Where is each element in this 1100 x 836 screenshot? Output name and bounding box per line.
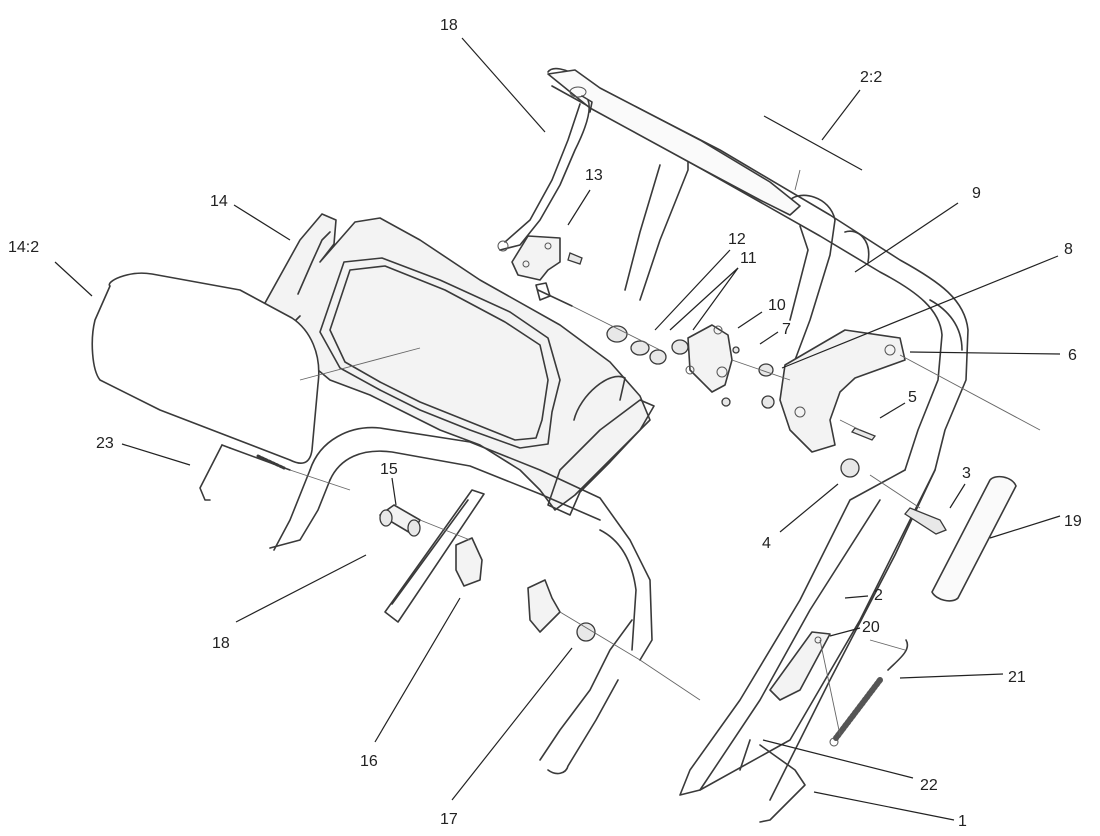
callout-10: 10 xyxy=(768,297,786,314)
rod-1 xyxy=(759,744,806,823)
callout-8: 8 xyxy=(1064,241,1073,258)
pivot-15 xyxy=(379,504,421,537)
slide-16 xyxy=(384,489,485,623)
alignment-lines xyxy=(289,169,1041,736)
control-lever-top xyxy=(497,95,593,252)
callout-12: 12 xyxy=(728,231,746,248)
callout-19: 19 xyxy=(1064,513,1082,530)
callout-18-top: 18 xyxy=(440,17,458,34)
upper-handle xyxy=(547,67,969,801)
leader-lines xyxy=(54,37,1061,821)
rod-22 xyxy=(739,739,751,771)
callout-13: 13 xyxy=(585,167,603,184)
callout-3: 3 xyxy=(962,465,971,482)
lower-handle xyxy=(269,426,936,796)
washer-7 xyxy=(761,395,775,409)
callout-4: 4 xyxy=(762,535,771,552)
callout-9: 9 xyxy=(972,185,981,202)
bracket-20 xyxy=(769,631,831,701)
callout-22: 22 xyxy=(920,777,938,794)
nut-11a xyxy=(649,349,667,365)
callout-14: 14 xyxy=(210,193,228,210)
clip-17 xyxy=(527,579,596,642)
panel-cover-14-2 xyxy=(91,272,320,464)
bracket-6 xyxy=(779,329,906,453)
spring-21 xyxy=(829,639,909,747)
callout-2: 2 xyxy=(874,587,883,604)
callout-20: 20 xyxy=(862,619,880,636)
callout-16: 16 xyxy=(360,753,378,770)
callout-17: 17 xyxy=(440,811,458,828)
bolt-3 xyxy=(904,507,947,535)
callout-1: 1 xyxy=(958,813,967,830)
callout-5: 5 xyxy=(908,389,917,406)
callout-14-2: 14:2 xyxy=(8,239,39,256)
bracket-13 xyxy=(511,235,583,307)
washer-12 xyxy=(630,340,650,356)
callout-6: 6 xyxy=(1068,347,1077,364)
callout-15: 15 xyxy=(380,461,398,478)
knob-4 xyxy=(840,458,860,478)
hardware-group xyxy=(606,324,947,535)
callout-18-bottom: 18 xyxy=(212,635,230,652)
callout-23: 23 xyxy=(96,435,114,452)
grip-19 xyxy=(931,475,1017,602)
callout-labels: 18 2:2 13 14 9 14:2 12 11 8 10 7 6 5 23 … xyxy=(8,17,1082,830)
callout-21: 21 xyxy=(1008,669,1026,686)
callout-2-2: 2:2 xyxy=(860,69,882,86)
rod-23 xyxy=(199,444,291,501)
callout-11: 11 xyxy=(740,250,757,267)
callout-7: 7 xyxy=(782,321,791,338)
nut-11b xyxy=(671,339,689,355)
bolt-5 xyxy=(850,427,877,441)
bracket-10 xyxy=(687,324,733,393)
